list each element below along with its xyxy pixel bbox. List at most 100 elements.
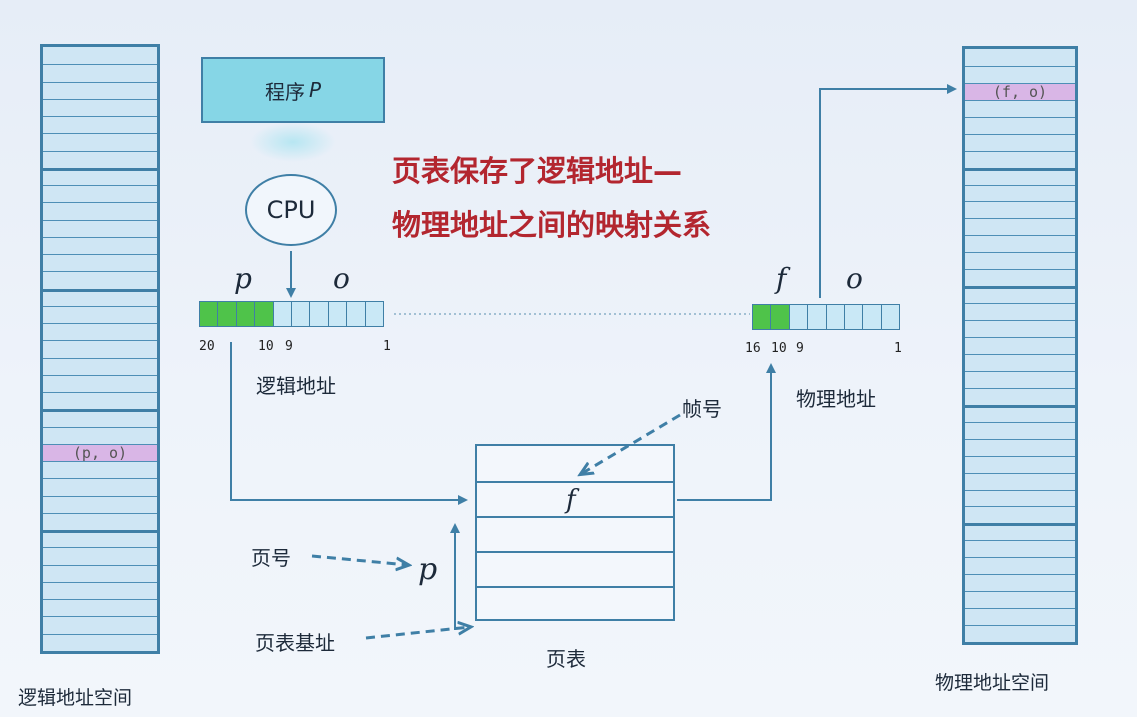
logical-tick-1: 1: [383, 339, 391, 354]
heading-line-1: 页表保存了逻辑地址—: [392, 154, 683, 188]
physical-space-row-line: [965, 557, 1075, 559]
cpu-label: CPU: [266, 196, 316, 224]
physical-space-row-line: [965, 370, 1075, 372]
page-index-symbol: p: [418, 552, 438, 587]
logical-offset-symbol: o: [333, 262, 350, 295]
logical-address-bit: [364, 301, 384, 327]
physical-to-memory-arrow: [819, 84, 957, 298]
logical-space-row-line: [43, 392, 157, 394]
physical-space-row-line: [965, 201, 1075, 203]
logical-space-row-line: [43, 64, 157, 66]
program-label: 程序: [264, 79, 305, 104]
page-table-base-dashed-arrow: [365, 627, 470, 640]
logical-address-register: [199, 301, 384, 327]
physical-space-row-line: [965, 286, 1075, 290]
physical-space-row-line: [965, 591, 1075, 593]
physical-address-space: (f, o): [962, 46, 1078, 645]
logical-space-row-line: [43, 98, 157, 100]
logical-space-row-line: [43, 116, 157, 118]
logical-space-row-line: [43, 202, 157, 204]
logical-space-row-line: [43, 254, 157, 256]
logical-space-row-line: [43, 340, 157, 342]
logical-space-row-line: [43, 443, 157, 445]
logical-space-row-line: [43, 616, 157, 618]
physical-space-row-line: [965, 150, 1075, 152]
logical-tick-9: 9: [285, 339, 293, 354]
physical-space-row-line: [965, 506, 1075, 508]
logical-space-row-line: [43, 426, 157, 428]
logical-space-row-line: [43, 581, 157, 583]
logical-space-row-line: [43, 547, 157, 549]
logical-space-row-line: [43, 461, 157, 463]
physical-tick-16: 16: [745, 341, 761, 356]
physical-space-row-line: [965, 167, 1075, 171]
physical-space-row-line: [965, 303, 1075, 305]
physical-space-row-line: [965, 82, 1075, 84]
page-table: [475, 444, 675, 621]
logical-space-row-line: [43, 288, 157, 292]
physical-space-row-line: [965, 404, 1075, 408]
logical-space-row-line: [43, 374, 157, 376]
physical-space-row-line: [965, 625, 1075, 627]
logical-space-row-line: [43, 357, 157, 359]
physical-offset-symbol: o: [846, 262, 863, 295]
program-box: 程序 P: [201, 57, 385, 123]
logical-space-highlighted-entry: (p, o): [43, 444, 157, 462]
physical-space-row-line: [965, 269, 1075, 271]
page-number-dashed-arrow: [311, 554, 408, 565]
physical-space-row-line: [965, 353, 1075, 355]
physical-space-row-line: [965, 116, 1075, 118]
physical-frame-symbol: f: [776, 262, 787, 295]
physical-space-row-line: [965, 472, 1075, 474]
logical-space-row-line: [43, 236, 157, 238]
logical-space-row-line: [43, 599, 157, 601]
logical-space-row-line: [43, 478, 157, 480]
physical-address-bit: [880, 304, 901, 330]
program-glow: [250, 122, 336, 162]
frame-number-dashed-arrow: [581, 413, 681, 474]
physical-space-row-line: [965, 99, 1075, 101]
physical-space-row-line: [965, 540, 1075, 542]
logical-space-row-line: [43, 495, 157, 497]
physical-space-row-line: [965, 337, 1075, 339]
logical-address-label: 逻辑地址: [256, 374, 336, 398]
logical-space-row-line: [43, 219, 157, 221]
logical-space-row-line: [43, 81, 157, 83]
logical-space-row-line: [43, 633, 157, 635]
table-to-physical-arrow: [677, 363, 776, 501]
logical-space-row-line: [43, 185, 157, 187]
physical-space-row-line: [965, 65, 1075, 67]
physical-space-row-line: [965, 574, 1075, 576]
physical-address-label: 物理地址: [796, 387, 876, 411]
physical-space-row-line: [965, 252, 1075, 254]
page-bits-to-table-arrow: [230, 342, 468, 505]
logical-tick-10: 10: [258, 339, 274, 354]
logical-space-row-line: [43, 409, 157, 413]
physical-space-highlighted-entry: (f, o): [965, 83, 1075, 101]
program-var: P: [308, 78, 322, 102]
frame-number-label: 帧号: [682, 397, 722, 421]
physical-space-row-line: [965, 387, 1075, 389]
logical-address-space: (p, o): [40, 44, 160, 654]
physical-tick-10: 10: [771, 341, 787, 356]
logical-space-row-line: [43, 150, 157, 152]
page-number-label: 页号: [251, 546, 291, 570]
physical-space-row-line: [965, 235, 1075, 237]
logical-space-row-line: [43, 305, 157, 307]
logical-tick-20: 20: [199, 339, 215, 354]
physical-space-row-line: [965, 523, 1075, 527]
physical-tick-1: 1: [894, 341, 902, 356]
logical-space-row-line: [43, 133, 157, 135]
logical-space-row-line: [43, 564, 157, 566]
physical-space-row-line: [965, 489, 1075, 491]
physical-space-row-line: [965, 133, 1075, 135]
physical-space-row-line: [965, 184, 1075, 186]
logical-space-row-line: [43, 530, 157, 534]
logical-space-row-line: [43, 167, 157, 171]
physical-space-label: 物理地址空间: [935, 672, 1050, 694]
logical-space-row-line: [43, 271, 157, 273]
page-table-label: 页表: [546, 647, 586, 671]
page-table-base-label: 页表基址: [255, 631, 335, 655]
heading-line-2: 物理地址之间的映射关系: [392, 208, 712, 242]
